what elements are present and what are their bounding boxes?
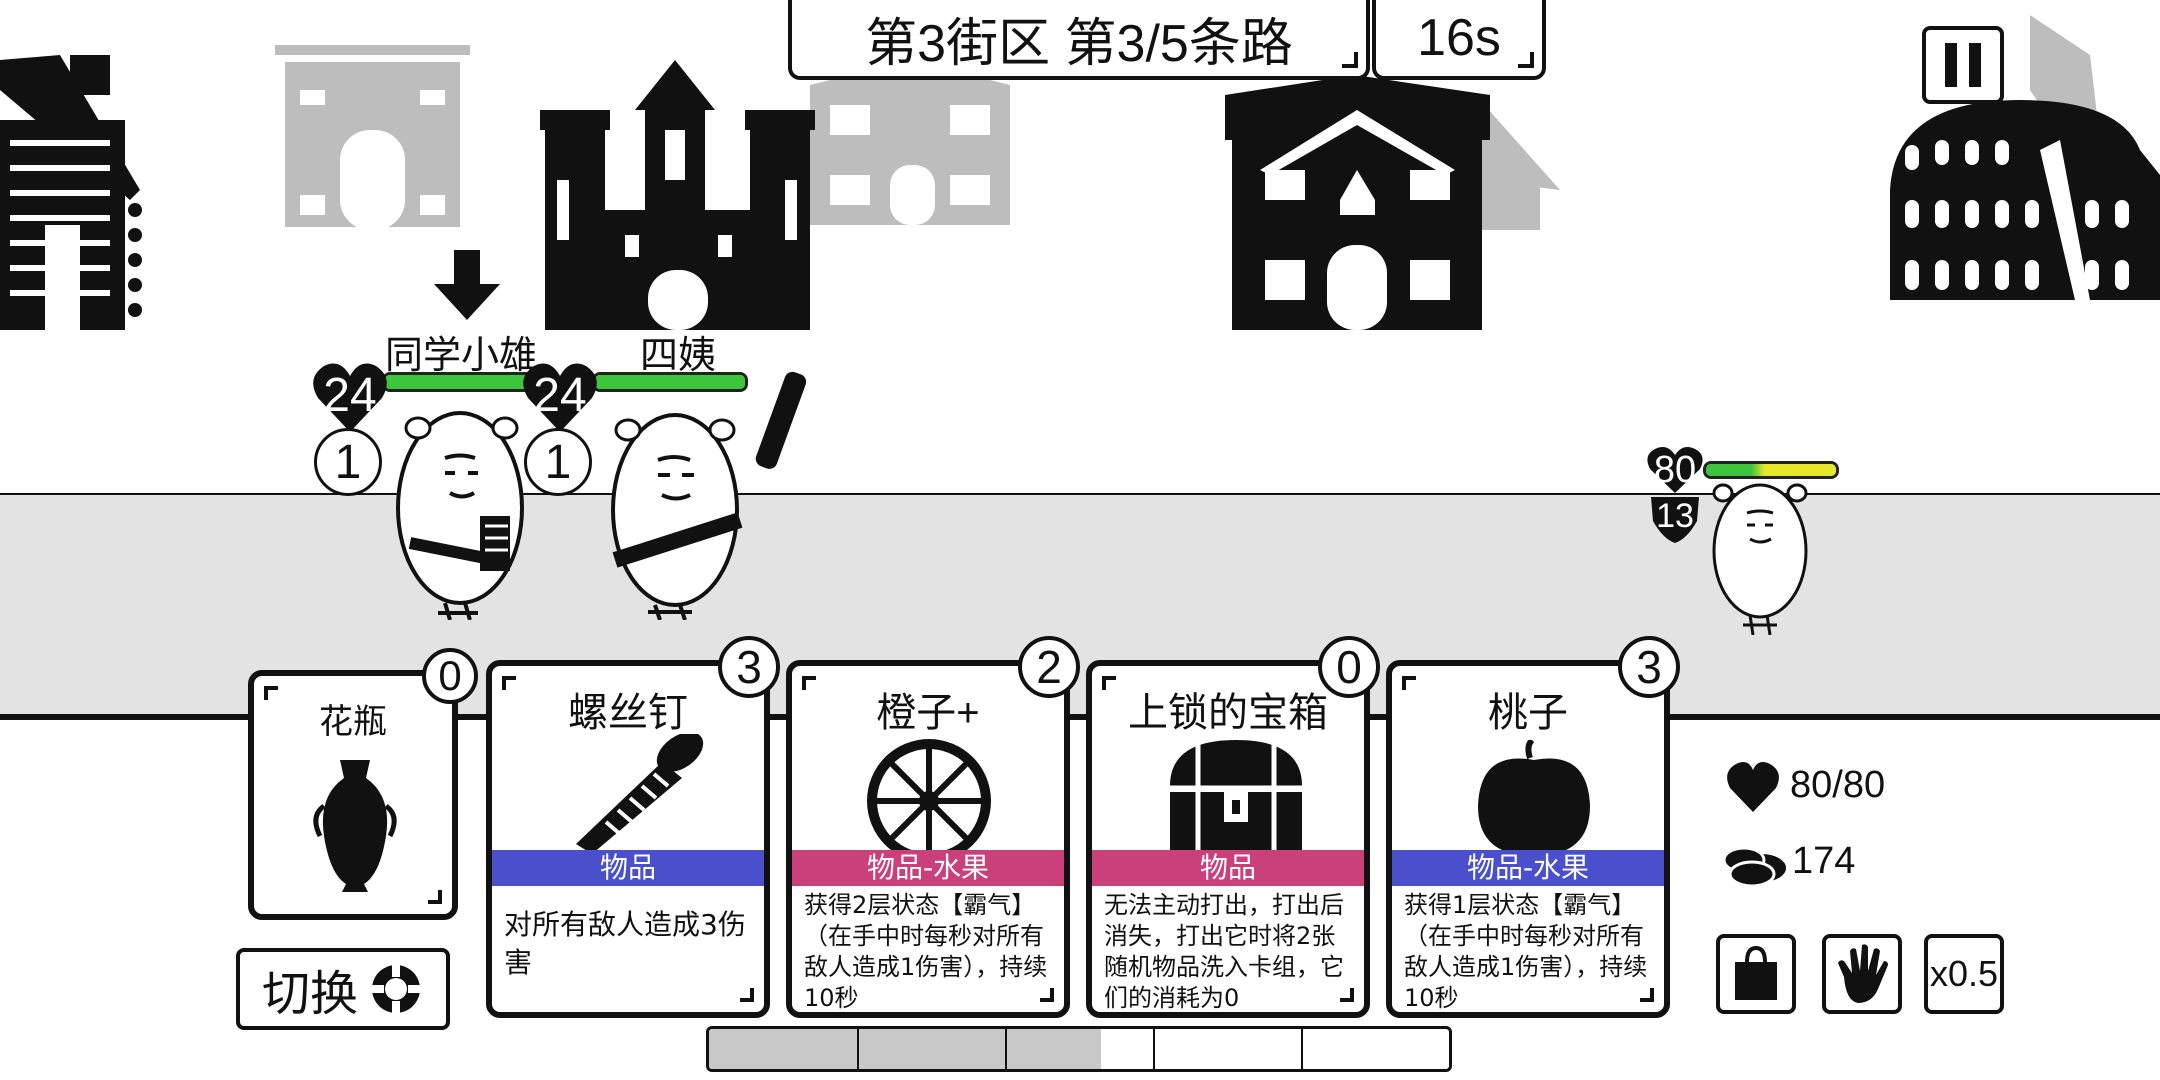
location-text: 第3街区 第3/5条路 (865, 14, 1293, 73)
player-hp-text: 80/80 (1790, 764, 1886, 806)
card-type: 物品 (1092, 850, 1364, 886)
card-name: 上锁的宝箱 (1128, 691, 1328, 735)
player-hp-badge: 80 (1645, 445, 1705, 495)
energy-divider (857, 1029, 859, 1069)
relic-name: 花瓶 (319, 702, 387, 742)
enemy-hp-fill (595, 375, 745, 389)
card-description: 获得2层状态【霸气】（在手中时每秒对所有敌人造成1伤害），持续10秒 (804, 891, 1048, 1012)
enemy-hp-fill (385, 375, 535, 389)
target-arrow-icon (434, 250, 500, 320)
card-cost-badge: 2 (1018, 636, 1080, 698)
enemy-hp-value: 24 (323, 369, 377, 422)
treasure-chest-icon (1170, 740, 1302, 854)
grey-house-icon (810, 60, 1010, 225)
enemy-hp-value: 24 (533, 369, 587, 422)
speed-button[interactable]: x0.5 (1924, 934, 2004, 1014)
relic-cost-badge: 0 (422, 648, 478, 704)
card-type: 物品-水果 (1392, 850, 1664, 886)
card-corner (1340, 988, 1354, 1002)
bag-button[interactable] (1716, 934, 1796, 1014)
card-name: 橙子+ (876, 691, 980, 735)
card-corner (740, 988, 754, 1002)
player-character-icon (1712, 483, 1808, 635)
enemy-hp-badge: 24 (520, 358, 600, 438)
card-name: 螺丝钉 (568, 691, 688, 735)
card-corner (1040, 988, 1054, 1002)
energy-fill (709, 1029, 1102, 1069)
orange-slice-icon (867, 739, 991, 863)
heart-icon (313, 363, 387, 432)
energy-divider (1005, 1029, 1007, 1069)
house-icon (1225, 75, 1490, 330)
hand-button[interactable] (1822, 934, 1902, 1014)
card-corner (802, 676, 816, 690)
player-character: 80 13 (1645, 445, 1845, 635)
player-coins-text: 174 (1792, 840, 1856, 882)
background-buildings (0, 15, 2160, 330)
hand-card[interactable]: 橙子+ 物品-水果 获得2层状态【霸气】（在手中时每秒对所有敌人造成1伤害），持… (786, 660, 1070, 1018)
energy-divider (1153, 1029, 1155, 1069)
player-hp-bar (1703, 461, 1839, 479)
timer-text: 16s (1417, 9, 1501, 67)
switch-button[interactable]: 切换 (236, 948, 450, 1030)
peach-icon (1478, 740, 1590, 856)
card-corner (264, 686, 278, 700)
hand-icon (1838, 944, 1888, 1003)
hand-card[interactable]: 桃子 物品-水果 获得1层状态【霸气】（在手中时每秒对所有敌人造成1伤害），持续… (1386, 660, 1670, 1018)
switch-label: 切换 (261, 966, 358, 1022)
card-corner (1402, 676, 1416, 690)
enemy-2[interactable]: 四姨 24 1 (520, 320, 820, 620)
card-cost-badge: 0 (1318, 636, 1380, 698)
relic-card[interactable]: 花瓶 (248, 670, 458, 920)
enemy-name: 四姨 (640, 335, 717, 377)
enemy-character-icon (396, 411, 524, 620)
timer-box: 16s (1372, 0, 1546, 80)
castle-icon (540, 60, 815, 330)
enemy-intent-badge: 1 (524, 428, 592, 496)
card-corner (1102, 676, 1116, 690)
player-armor-value: 13 (1656, 497, 1694, 535)
colosseum-icon (1890, 15, 2160, 300)
enemy-intent-badge: 1 (314, 428, 382, 496)
vase-icon (313, 760, 397, 892)
card-description: 无法主动打出，打出后消失，打出它时将2张随机物品洗入卡组，它们的消耗为0 (1104, 891, 1344, 1012)
hand-card[interactable]: 螺丝钉 物品 对所有敌人造成3伤害 (486, 660, 770, 1018)
lifebuoy-icon (370, 963, 422, 1015)
card-cost-badge: 3 (718, 636, 780, 698)
pause-icon (1945, 43, 1981, 87)
screw-icon (576, 734, 704, 854)
hand-card[interactable]: 上锁的宝箱 物品 无法主动打出，打出后消失，打出它时将2张随机物品洗入卡组，它们… (1086, 660, 1370, 1018)
player-hp-fill (1706, 464, 1836, 476)
enemy-character-icon (611, 371, 807, 620)
pagoda-icon (1480, 100, 1560, 230)
player-hp-value: 80 (1653, 449, 1697, 491)
arch-icon (275, 45, 470, 230)
enemy-hp-bar (382, 372, 538, 392)
enemy-hp-badge: 24 (310, 358, 390, 438)
enemy-name: 同学小雄 (385, 335, 538, 377)
card-description: 获得1层状态【霸气】（在手中时每秒对所有敌人造成1伤害），持续10秒 (1404, 891, 1648, 1012)
card-cost-badge: 3 (1618, 636, 1680, 698)
card-corner (502, 676, 516, 690)
heart-icon (1647, 447, 1703, 493)
energy-divider (1301, 1029, 1303, 1069)
location-banner: 第3街区 第3/5条路 (788, 0, 1370, 80)
speed-label: x0.5 (1929, 953, 1999, 994)
card-corner (1640, 988, 1654, 1002)
pause-button[interactable] (1922, 26, 2004, 104)
card-description: 对所有敌人造成3伤害 (504, 908, 746, 979)
coins-icon (1722, 846, 1786, 888)
card-type: 物品 (492, 850, 764, 886)
player-armor-badge: 13 (1647, 495, 1703, 545)
shield-icon (1651, 497, 1699, 543)
energy-bar (706, 1026, 1452, 1072)
enemy-1[interactable]: 同学小雄 24 1 (310, 320, 540, 620)
cabin-icon (0, 55, 142, 330)
bag-icon (1735, 946, 1777, 1000)
card-corner (428, 890, 442, 904)
card-name: 桃子 (1488, 691, 1568, 735)
heart-icon (523, 363, 597, 432)
card-type: 物品-水果 (792, 850, 1064, 886)
heart-icon (1727, 762, 1779, 812)
